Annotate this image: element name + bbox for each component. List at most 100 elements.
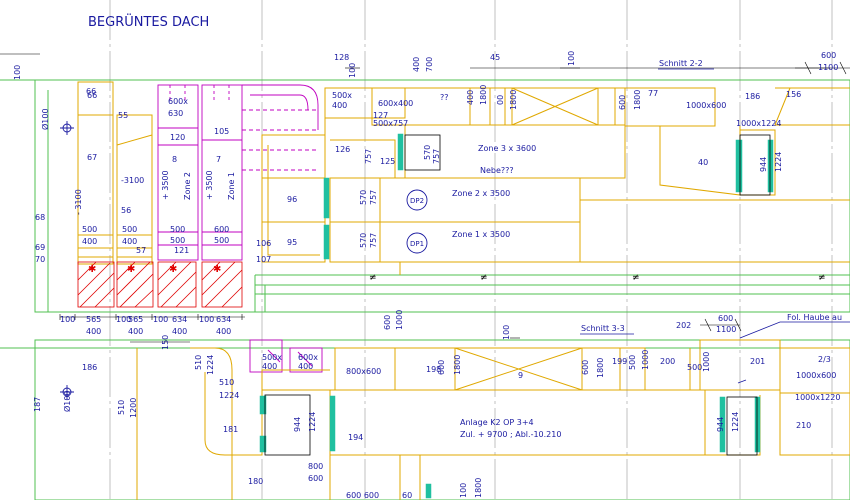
- svg-text:60: 60: [402, 491, 412, 500]
- svg-text:156: 156: [786, 90, 801, 99]
- svg-text:400: 400: [172, 327, 187, 336]
- svg-text:68: 68: [35, 213, 45, 222]
- svg-text:600: 600: [618, 95, 627, 110]
- svg-text:66: 66: [87, 91, 97, 100]
- svg-text:186: 186: [82, 363, 97, 372]
- svg-text:1100: 1100: [818, 63, 838, 72]
- svg-text:1224: 1224: [774, 152, 783, 172]
- svg-text:69: 69: [35, 243, 45, 252]
- svg-text:570: 570: [359, 190, 368, 205]
- svg-text:105: 105: [214, 127, 229, 136]
- svg-text:1224: 1224: [731, 412, 740, 432]
- svg-text:100: 100: [348, 63, 357, 78]
- svg-text:125: 125: [380, 157, 395, 166]
- svg-text:Zone 2: Zone 2: [183, 172, 192, 200]
- svg-text:500: 500: [214, 236, 229, 245]
- svg-text:600x400: 600x400: [378, 99, 413, 108]
- svg-text:600: 600: [437, 360, 446, 375]
- svg-text:510: 510: [194, 355, 203, 370]
- svg-text:100: 100: [199, 315, 214, 324]
- fol-haube-label: Fol. Haube au: [787, 313, 842, 322]
- svg-text:510: 510: [117, 400, 126, 415]
- svg-text:500: 500: [687, 363, 702, 372]
- svg-text:202: 202: [676, 321, 691, 330]
- svg-text:150: 150: [161, 335, 170, 350]
- plant-airflow-label: Zul. + 9700 ; Abl.-10.210: [460, 430, 561, 439]
- svg-text:✱: ✱: [127, 264, 135, 275]
- svg-text:1000x600: 1000x600: [796, 371, 836, 380]
- svg-text:Ø100: Ø100: [62, 390, 72, 412]
- svg-text:100: 100: [459, 483, 468, 498]
- svg-text:600: 600: [821, 51, 836, 60]
- svg-text:944: 944: [759, 157, 768, 172]
- svg-text:121: 121: [174, 246, 189, 255]
- svg-text:- 3100: - 3100: [74, 189, 83, 215]
- svg-text:700: 700: [425, 57, 434, 72]
- svg-text:126: 126: [335, 145, 350, 154]
- svg-text:500: 500: [628, 355, 637, 370]
- break-symbols: ≠ ≠ ≠ ≠: [369, 273, 826, 283]
- svg-text:✱: ✱: [169, 264, 177, 275]
- svg-text:≠: ≠: [818, 273, 826, 283]
- svg-text:Zone 1: Zone 1: [227, 172, 236, 200]
- svg-text:100: 100: [60, 315, 75, 324]
- svg-text:186: 186: [745, 92, 760, 101]
- svg-text:56: 56: [121, 206, 131, 215]
- svg-text:106: 106: [256, 239, 271, 248]
- svg-text:187: 187: [33, 397, 42, 412]
- crosshair-symbols: [60, 121, 74, 399]
- svg-text:1000x600: 1000x600: [686, 101, 726, 110]
- svg-text:1224: 1224: [219, 391, 239, 400]
- svg-text:127: 127: [373, 111, 388, 120]
- svg-text:55: 55: [118, 111, 128, 120]
- svg-text:180: 180: [248, 477, 263, 486]
- vertical-duct-left: [77, 81, 153, 265]
- svg-text:634: 634: [172, 315, 187, 324]
- svg-text:634: 634: [216, 315, 231, 324]
- svg-text:500x757: 500x757: [373, 119, 408, 128]
- svg-text:1800: 1800: [509, 90, 518, 110]
- svg-text:8: 8: [172, 155, 177, 164]
- plant-label: Anlage K2 OP 3+4: [460, 418, 534, 427]
- dimension-texts: 66 67 55 -3100 56 - 3100 500 400 500 400…: [13, 51, 840, 500]
- svg-text:757: 757: [364, 149, 373, 164]
- svg-text:500: 500: [170, 236, 185, 245]
- svg-text:565: 565: [86, 315, 101, 324]
- svg-text:600: 600: [214, 225, 229, 234]
- svg-text:40: 40: [698, 158, 708, 167]
- svg-text:400: 400: [262, 362, 277, 371]
- dp1-label: DP1: [410, 240, 424, 248]
- svg-text:-3100: -3100: [121, 176, 144, 185]
- drawing-title: BEGRÜNTES DACH: [88, 13, 209, 30]
- section-label-2: Schnitt 2-2: [659, 59, 703, 68]
- svg-text:95: 95: [287, 238, 297, 247]
- svg-text:100: 100: [116, 315, 131, 324]
- zone-2-label: Zone 2 x 3500: [452, 189, 510, 198]
- svg-text:1800: 1800: [596, 358, 605, 378]
- svg-text:1200: 1200: [129, 398, 138, 418]
- svg-text:944: 944: [716, 417, 725, 432]
- svg-text:1224: 1224: [308, 412, 317, 432]
- svg-text:400: 400: [216, 327, 231, 336]
- unknown-mark: ??: [440, 93, 449, 102]
- svg-text:194: 194: [348, 433, 363, 442]
- svg-text:100: 100: [502, 325, 511, 340]
- svg-text:400: 400: [82, 237, 97, 246]
- svg-text:400: 400: [466, 90, 475, 105]
- svg-text:1224: 1224: [206, 355, 215, 375]
- dimension-lines: [0, 53, 850, 343]
- svg-text:9: 9: [518, 371, 523, 380]
- svg-text:96: 96: [287, 195, 297, 204]
- svg-text:565: 565: [128, 315, 143, 324]
- svg-text:70: 70: [35, 255, 45, 264]
- svg-text:400: 400: [122, 237, 137, 246]
- svg-text:600: 600: [308, 474, 323, 483]
- svg-text:400: 400: [86, 327, 101, 336]
- svg-text:400: 400: [128, 327, 143, 336]
- svg-text:1000: 1000: [702, 352, 711, 372]
- dp-markers: [406, 189, 428, 254]
- svg-text:181: 181: [223, 425, 238, 434]
- svg-text:600: 600: [718, 314, 733, 323]
- svg-text:800x600: 800x600: [346, 367, 381, 376]
